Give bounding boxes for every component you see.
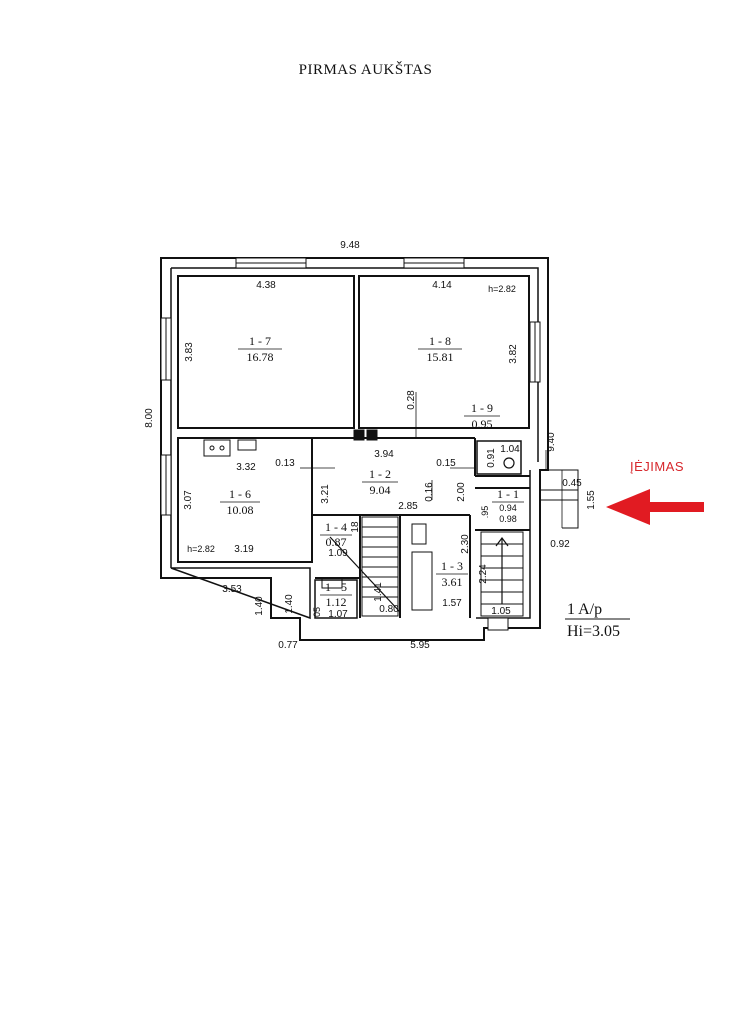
- partitions: [312, 437, 530, 618]
- svg-text:1 - 6: 1 - 6: [229, 487, 251, 501]
- dim-104: 1.04: [500, 444, 520, 455]
- dim-095: .95: [480, 506, 490, 519]
- dim-394: 3.94: [374, 449, 394, 460]
- room-label-1-6: 1 - 6 10.08: [220, 487, 260, 517]
- dim-r8-top: 4.14: [432, 280, 452, 291]
- svg-text:1.12: 1.12: [326, 595, 347, 609]
- svg-text:0.87: 0.87: [326, 535, 347, 549]
- entry-arrow-icon: [606, 489, 704, 525]
- svg-text:3.61: 3.61: [442, 575, 463, 589]
- dim-092: 0.92: [550, 539, 570, 550]
- dim-285: 2.85: [398, 501, 418, 512]
- dim-098: 0.98: [499, 514, 517, 524]
- dim-094: 0.94: [499, 503, 517, 513]
- svg-text:1 - 2: 1 - 2: [369, 467, 391, 481]
- dim-141: 1.41: [373, 582, 384, 602]
- dim-r7-left: 3.83: [184, 342, 195, 362]
- dim-107: 1.07: [328, 609, 348, 620]
- dim-outer-bottom-right: 5.95: [410, 640, 430, 651]
- room-1-5: [314, 579, 358, 619]
- dim-outer-left: 8.00: [144, 408, 155, 428]
- dim-05: 05: [312, 607, 322, 617]
- stairs-right: [480, 531, 524, 617]
- svg-text:1 - 1: 1 - 1: [497, 487, 519, 501]
- svg-text:1 - 3: 1 - 3: [441, 559, 463, 573]
- dim-015: 0.15: [436, 458, 456, 469]
- stove-icon: [203, 439, 257, 457]
- entry-label: ĮĖJIMAS: [630, 459, 684, 474]
- dim-r8-right: 3.82: [508, 344, 519, 364]
- toilet-icon: [503, 457, 515, 469]
- dim-109: 1.09: [328, 548, 348, 559]
- svg-text:1 - 7: 1 - 7: [249, 334, 271, 348]
- dim-157: 1.57: [442, 598, 462, 609]
- dim-200: 2.00: [456, 482, 467, 502]
- dim-080: 0.80: [379, 604, 399, 615]
- page-title: PIRMAS AUKŠTAS: [298, 62, 433, 78]
- dim-105: 1.05: [491, 606, 511, 617]
- dim-224: 2.24: [478, 564, 489, 584]
- chimney-icon: [353, 429, 378, 441]
- room-1-6: [177, 437, 313, 563]
- svg-text:1 - 9: 1 - 9: [471, 401, 493, 415]
- room-label-1-1: 1 - 1: [492, 487, 524, 503]
- code-line2: Hi=3.05: [567, 623, 620, 640]
- svg-text:16.78: 16.78: [247, 350, 274, 364]
- dim-outer-top: 9.48: [340, 240, 360, 251]
- dim-045: 0.45: [562, 478, 582, 489]
- svg-text:1 - 8: 1 - 8: [429, 334, 451, 348]
- svg-text:1 - 4: 1 - 4: [325, 520, 347, 534]
- dim-r6-bottom: 3.19: [234, 544, 254, 555]
- dim-230: 2.30: [460, 534, 471, 554]
- dim-r6-left: 3.07: [183, 490, 194, 510]
- dim-r8-h: h=2.82: [488, 284, 516, 294]
- room-1-9: [476, 440, 522, 475]
- svg-text:0.95: 0.95: [472, 417, 493, 431]
- svg-text:9.04: 9.04: [370, 483, 391, 497]
- dim-321: 3.21: [320, 484, 331, 504]
- dim-r6-top: 3.32: [236, 462, 256, 473]
- stairs-left: [329, 516, 401, 617]
- dim-140a: 1.40: [254, 596, 265, 616]
- room-label-1-4: 1 - 4 0.87: [320, 520, 352, 549]
- bathtub-icon: [411, 523, 433, 611]
- svg-text:1 - 5: 1 - 5: [325, 580, 347, 594]
- dim-r6-h: h=2.82: [187, 544, 215, 554]
- room-1-8: [358, 275, 530, 429]
- room-label-1-8: 1 - 8 15.81: [418, 334, 462, 364]
- svg-text:10.08: 10.08: [227, 503, 254, 517]
- room-label-1-9: 1 - 9 0.95: [464, 401, 500, 431]
- dim-155: 1.55: [586, 490, 597, 510]
- dim-outer-bottom-left: 3.53: [222, 584, 242, 595]
- dim-r7-top: 4.38: [256, 280, 276, 291]
- dim-091: 0.91: [486, 448, 497, 468]
- dim-bottom-small: 0.77: [278, 640, 298, 651]
- windows: [160, 257, 541, 631]
- code-line1: 1 A/p: [567, 601, 602, 618]
- room-label-1-5: 1 - 5 1.12: [320, 580, 352, 609]
- room-label-1-3: 1 - 3 3.61: [436, 559, 468, 589]
- dim-940: 9.40: [546, 432, 557, 452]
- dim-r6-013: 0.13: [275, 458, 295, 469]
- dimension-lines: [300, 392, 563, 528]
- svg-text:15.81: 15.81: [427, 350, 454, 364]
- dim-140b: 1.40: [284, 594, 295, 614]
- dim-016: 0.16: [424, 482, 435, 502]
- entry-porch: [540, 469, 579, 529]
- dim-028: 0.28: [406, 390, 417, 410]
- room-label-1-7: 1 - 7 16.78: [238, 334, 282, 364]
- room-label-1-2: 1 - 2 9.04: [362, 467, 398, 497]
- room-1-7: [177, 275, 355, 429]
- dim-18: 18: [350, 521, 361, 533]
